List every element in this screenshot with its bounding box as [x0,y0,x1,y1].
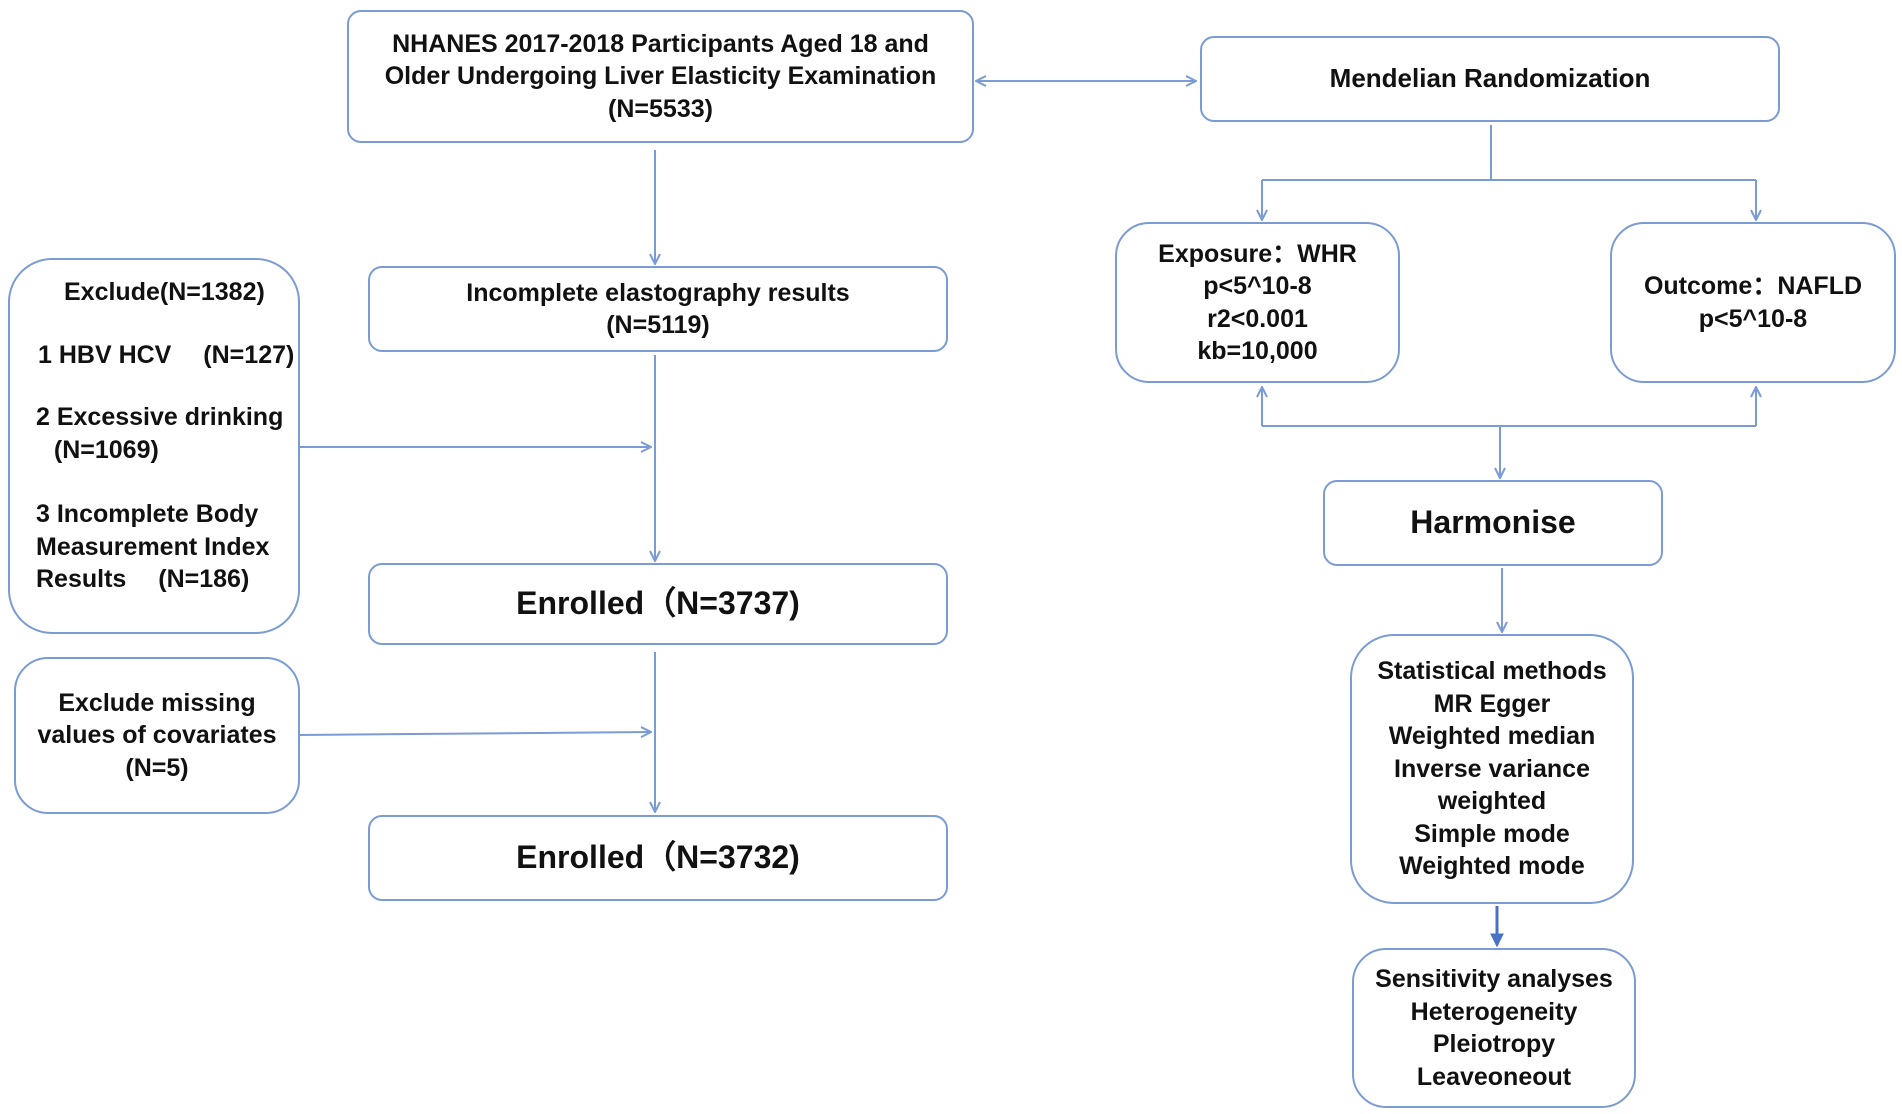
exclude-item-body-1: 3 Incomplete Body [36,500,259,528]
nhanes-line-1: NHANES 2017-2018 Participants Aged 18 an… [392,29,929,58]
sensitivity-line-2: Heterogeneity [1410,997,1578,1026]
stats-line-4: Inverse variance [1394,754,1590,783]
exclude-item-hbv-hcv: 1 HBV HCV (N=127) [38,340,295,369]
exclude-missing-line-2: values of covariates [37,721,277,750]
enrolled-3737-label: Enrolled（N=3737) [516,585,800,622]
exclude-item-body-2: Measurement Index [36,532,270,561]
exposure-line-4: kb=10,000 [1197,337,1318,365]
exposure-line-2: p<5^10-8 [1203,272,1312,300]
stats-line-6: Simple mode [1414,819,1570,848]
exclude-title: Exclude(N=1382) [64,278,265,306]
stats-line-3: Weighted median [1388,722,1596,751]
nhanes-line-2: Older Undergoing Liver Elasticity Examin… [384,62,937,91]
exclude-missing-box: Exclude missing values of covariates (N=… [14,657,300,814]
nhanes-participants-box: NHANES 2017-2018 Participants Aged 18 an… [347,10,974,143]
exclude-criteria-box: Exclude(N=1382) 1 HBV HCV (N=127) 2 Exce… [8,258,300,634]
nhanes-line-3: (N=5533) [608,94,713,123]
sensitivity-line-3: Pleiotropy [1432,1030,1556,1058]
incomplete-elastography-box: Incomplete elastography results (N=5119) [368,266,948,352]
exclude-item-body-3: Results (N=186) [36,565,250,593]
stats-line-2: MR Egger [1433,689,1551,718]
enrolled-3732-box: Enrolled（N=3732) [368,815,948,901]
incomplete-line-1: Incomplete elastography results [466,278,850,307]
incomplete-line-2: (N=5119) [606,311,710,339]
arrow-exclude2-to-main [299,732,651,735]
mr-label: Mendelian Randomization [1329,63,1651,94]
harmonise-box: Harmonise [1323,480,1663,566]
exclude-item-drinking-count: (N=1069) [40,435,159,464]
stats-line-7: Weighted mode [1399,852,1585,881]
enrolled-3737-box: Enrolled（N=3737) [368,563,948,645]
exclude-missing-line-1: Exclude missing [58,688,256,717]
outcome-line-1: Outcome：NAFLD [1643,272,1863,300]
sensitivity-line-1: Sensitivity analyses [1375,965,1613,993]
exposure-line-3: r2<0.001 [1207,304,1308,333]
exposure-box: Exposure：WHR p<5^10-8 r2<0.001 kb=10,000 [1115,222,1400,383]
stats-line-1: Statistical methods [1377,657,1607,686]
mendelian-randomization-box: Mendelian Randomization [1200,36,1780,122]
stats-line-5: weighted [1437,787,1547,816]
exclude-missing-line-3: (N=5) [125,753,189,782]
exclude-item-drinking: 2 Excessive drinking [36,403,284,431]
outcome-line-2: p<5^10-8 [1698,304,1808,333]
statistical-methods-box: Statistical methods MR Egger Weighted me… [1350,634,1634,904]
enrolled-3732-label: Enrolled（N=3732) [516,839,800,876]
outcome-box: Outcome：NAFLD p<5^10-8 [1610,222,1896,383]
harmonise-label: Harmonise [1410,504,1576,541]
sensitivity-analyses-box: Sensitivity analyses Heterogeneity Pleio… [1352,948,1636,1108]
exposure-line-1: Exposure：WHR [1158,239,1357,268]
sensitivity-line-4: Leaveoneout [1416,1062,1572,1091]
